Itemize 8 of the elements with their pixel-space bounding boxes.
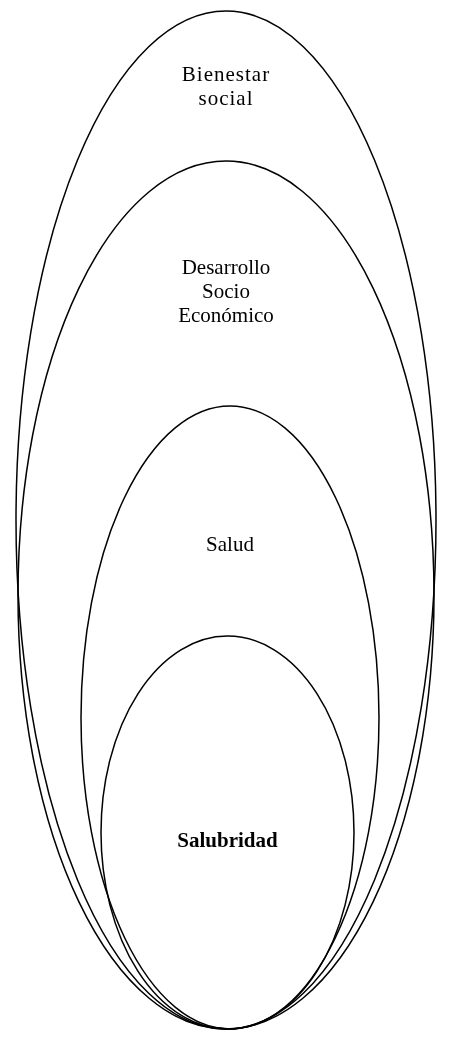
- ellipse-label: Desarrollo Socio Económico: [177, 255, 275, 327]
- ellipse-region: [17, 160, 435, 1030]
- ellipse-region: [80, 405, 380, 1030]
- ellipse-label: Bienestar social: [180, 62, 272, 110]
- ellipse-region: [100, 635, 355, 1030]
- ellipse-label: Salubridad: [176, 828, 279, 852]
- ellipse-label: Salud: [205, 532, 255, 556]
- ellipse-region: [15, 10, 437, 1030]
